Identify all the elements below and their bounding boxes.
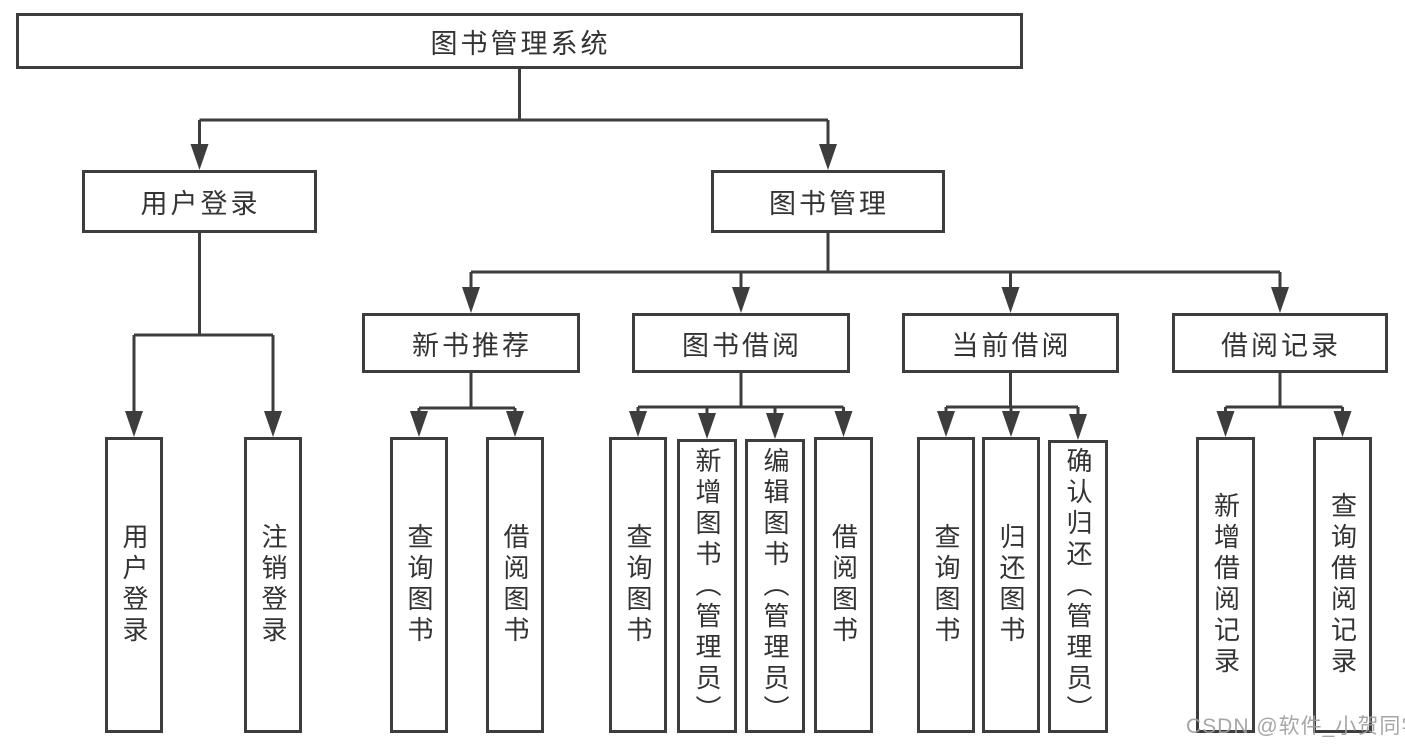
node-query-borrow-record: 查询借阅记录	[1313, 437, 1372, 733]
node-return-books: 归还图书	[982, 437, 1040, 733]
node-add-borrow-record: 新增借阅记录	[1196, 437, 1255, 733]
node-label: 借阅记录	[1221, 330, 1341, 361]
node-book-borrowing: 图书借阅	[632, 313, 850, 373]
node-label: 编辑图书（管理员）	[760, 446, 790, 726]
node-confirm-return-admin: 确认归还（管理员）	[1048, 440, 1108, 733]
node-logout: 注销登录	[244, 437, 302, 733]
node-label: 确认归还（管理员）	[1063, 447, 1093, 726]
node-label: 新增借阅记录	[1210, 492, 1241, 678]
node-user-login: 用户登录	[82, 170, 317, 233]
node-current-borrowing: 当前借阅	[902, 313, 1119, 373]
node-query-books-recommend: 查询图书	[390, 437, 448, 733]
node-label: 归还图书	[996, 523, 1026, 647]
node-label: 查询图书	[931, 523, 961, 647]
node-book-management: 图书管理	[711, 170, 945, 233]
node-add-books-admin: 新增图书（管理员）	[677, 439, 737, 733]
node-borrow-books-recommend: 借阅图书	[486, 437, 544, 733]
node-label: 图书管理	[769, 189, 889, 219]
node-label: 借阅图书	[500, 523, 530, 647]
node-label: 查询图书	[623, 523, 653, 647]
node-login-user: 用户登录	[105, 437, 163, 733]
node-label: 新增图书（管理员）	[692, 446, 722, 726]
node-label: 借阅图书	[828, 523, 859, 647]
node-label: 图书借阅	[682, 330, 802, 361]
node-new-book-recommend: 新书推荐	[362, 313, 580, 373]
node-system-root: 图书管理系统	[16, 13, 1023, 69]
node-label: 用户登录	[119, 523, 149, 647]
node-query-books-borrowing: 查询图书	[609, 437, 667, 733]
node-label: 查询借阅记录	[1327, 492, 1358, 678]
node-label: 查询图书	[404, 523, 434, 647]
node-label: 新书推荐	[412, 330, 532, 361]
watermark: CSDN @软件_小贺同学	[1186, 715, 1405, 738]
node-borrowing-records: 借阅记录	[1172, 313, 1388, 373]
node-borrow-books-borrowing: 借阅图书	[814, 437, 873, 733]
node-query-books-current: 查询图书	[917, 437, 975, 733]
node-label: 图书管理系统	[430, 28, 611, 59]
node-label: 当前借阅	[951, 330, 1072, 361]
node-label: 用户登录	[140, 189, 261, 219]
node-edit-books-admin: 编辑图书（管理员）	[745, 439, 805, 733]
node-label: 注销登录	[258, 523, 288, 647]
